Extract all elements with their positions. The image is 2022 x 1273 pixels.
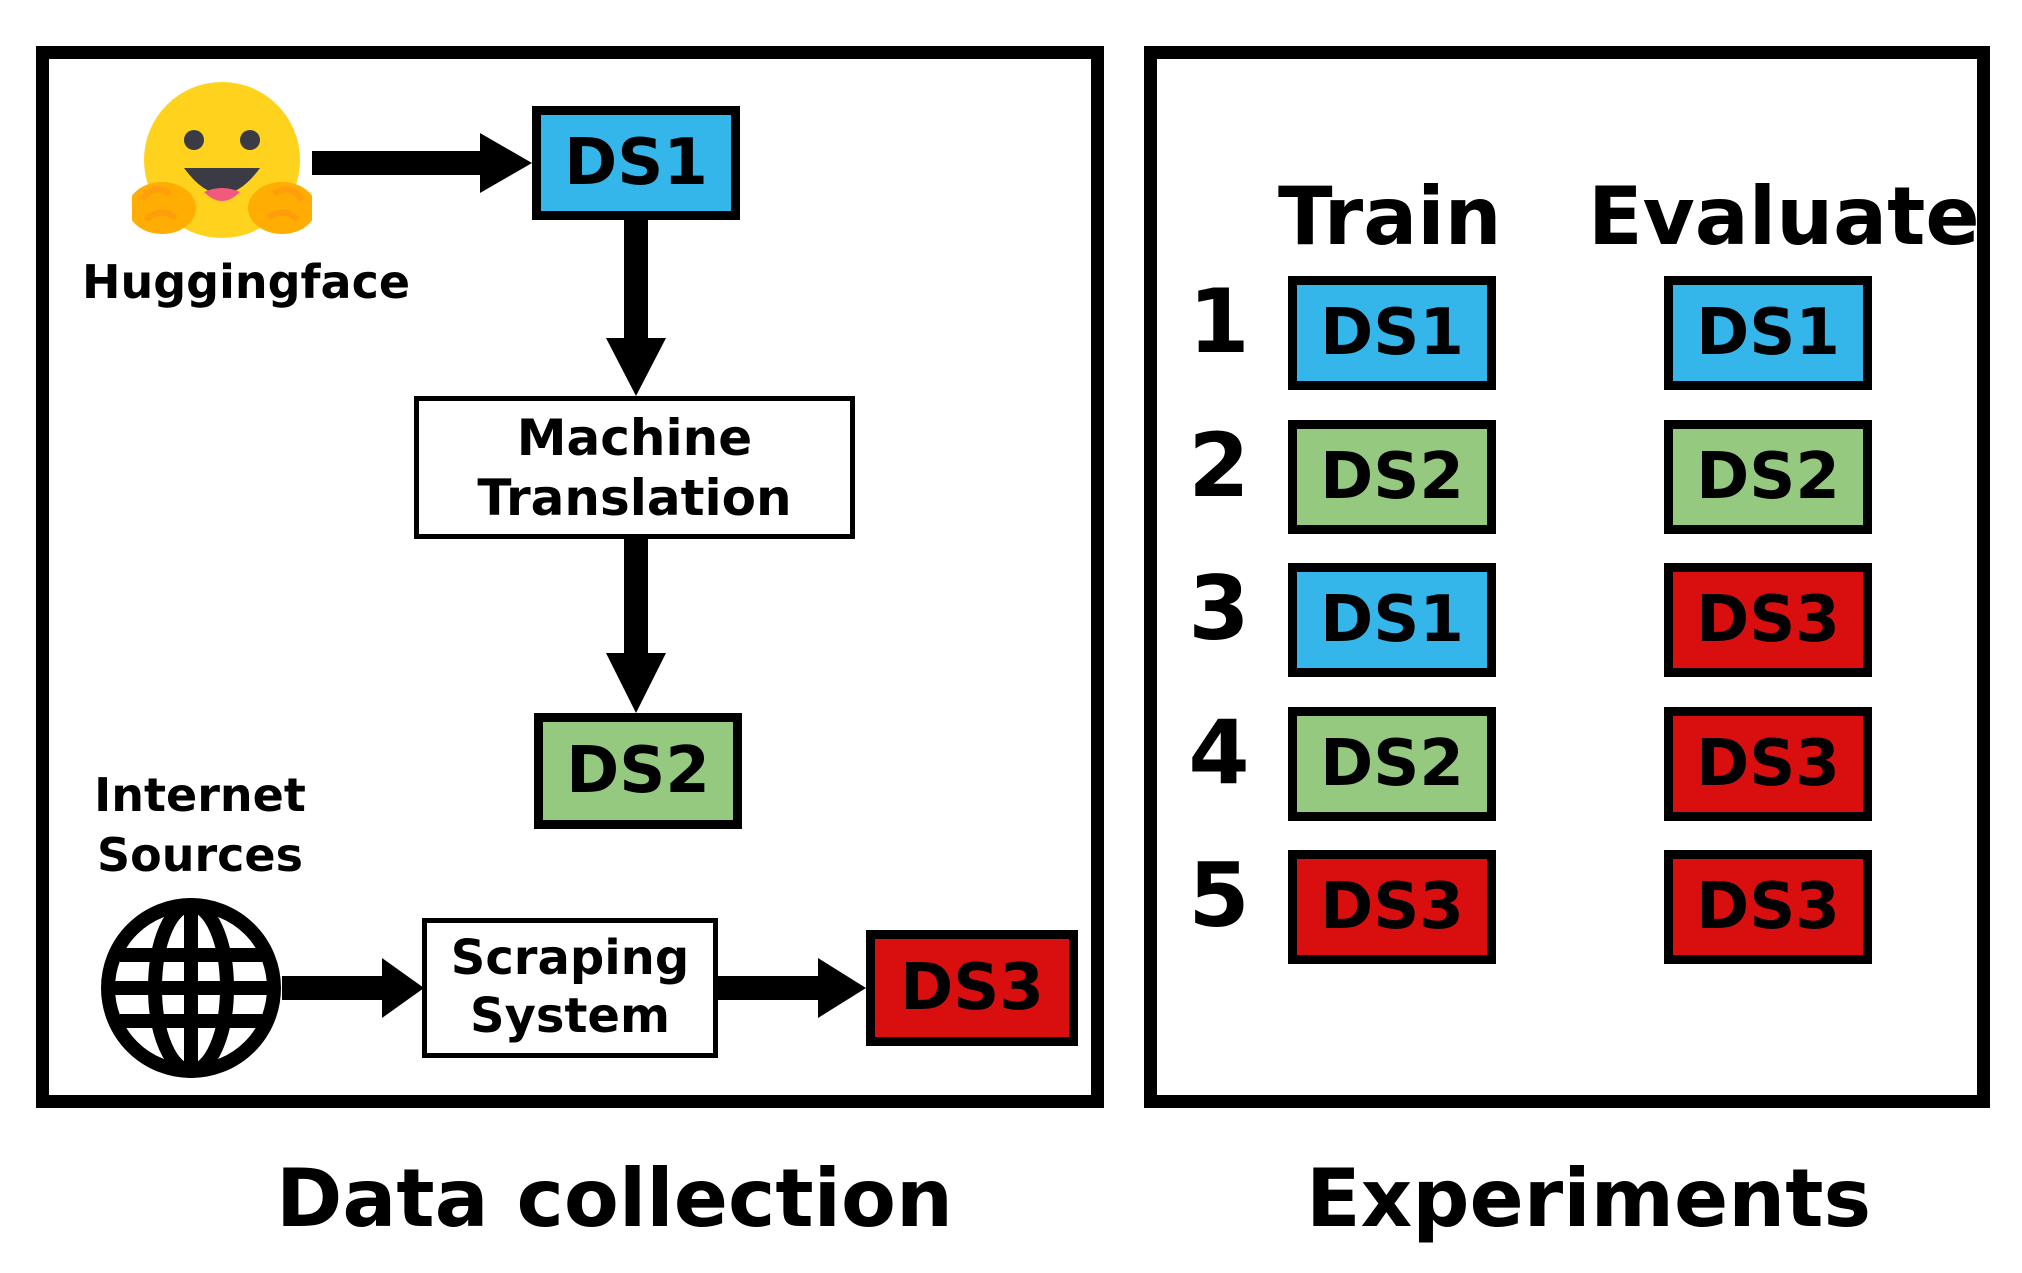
train-dataset-box: DS2 — [1288, 707, 1496, 821]
evaluate-dataset-box: DS3 — [1664, 850, 1872, 964]
globe-icon — [101, 898, 281, 1078]
scraping-system-box: Scraping System — [422, 918, 718, 1058]
train-dataset-box: DS1 — [1288, 276, 1496, 390]
internet-sources-line1: Internet — [94, 768, 306, 822]
evaluate-dataset-box: DS2 — [1664, 420, 1872, 534]
evaluate-header: Evaluate — [1588, 170, 1980, 263]
scraping-system-line1: Scraping — [450, 930, 690, 987]
experiment-number: 4 — [1188, 701, 1250, 804]
machine-translation-line2: Translation — [477, 468, 792, 527]
experiment-number: 3 — [1188, 557, 1250, 660]
machine-translation-box: Machine Translation — [414, 396, 855, 539]
internet-sources-line2: Sources — [96, 827, 303, 882]
internet-sources-label: Internet Sources — [80, 766, 320, 886]
ds3-box: DS3 — [866, 930, 1078, 1046]
experiment-number: 1 — [1188, 270, 1250, 373]
huggingface-label: Huggingface — [82, 255, 411, 309]
train-dataset-box: DS1 — [1288, 563, 1496, 677]
train-dataset-box: DS2 — [1288, 420, 1496, 534]
train-header: Train — [1278, 170, 1502, 263]
experiments-caption: Experiments — [1306, 1152, 1872, 1245]
evaluate-dataset-box: DS3 — [1664, 563, 1872, 677]
huggingface-icon — [132, 82, 312, 238]
data-collection-caption: Data collection — [276, 1152, 953, 1245]
machine-translation-line1: Machine — [516, 408, 753, 467]
ds1-box: DS1 — [532, 106, 740, 220]
train-dataset-box: DS3 — [1288, 850, 1496, 964]
evaluate-dataset-box: DS1 — [1664, 276, 1872, 390]
experiment-number: 5 — [1188, 844, 1250, 947]
experiment-number: 2 — [1188, 414, 1250, 517]
scraping-system-line2: System — [470, 988, 670, 1044]
evaluate-dataset-box: DS3 — [1664, 707, 1872, 821]
ds2-box: DS2 — [534, 713, 742, 829]
